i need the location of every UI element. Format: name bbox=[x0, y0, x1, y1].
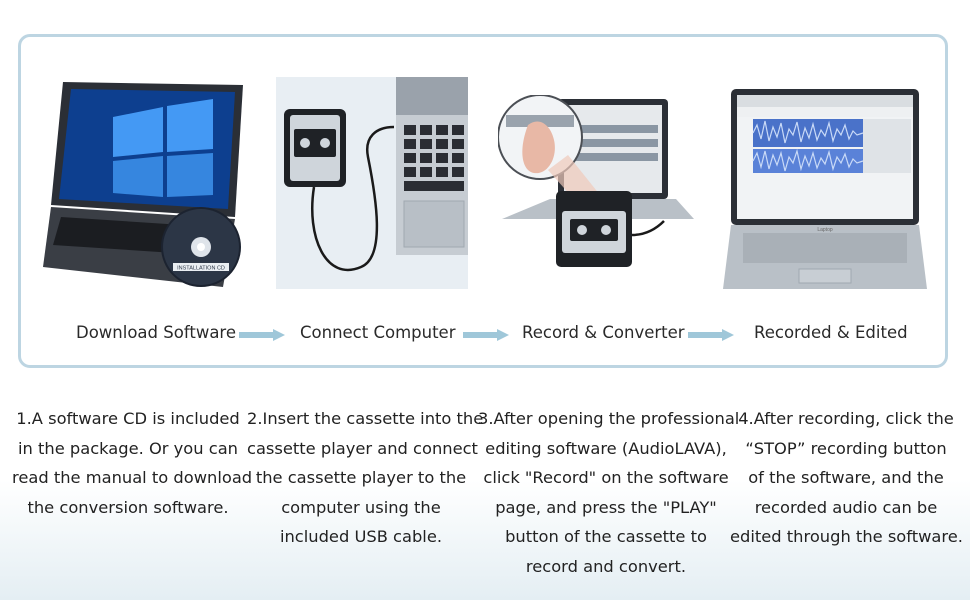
cd-label: INSTALLATION CD bbox=[177, 266, 225, 272]
arrow-right-icon bbox=[239, 329, 285, 341]
waveform bbox=[752, 119, 911, 173]
cd-disc bbox=[161, 207, 241, 287]
step-1-image: INSTALLATION CD bbox=[43, 82, 243, 287]
step-4-label: Recorded & Edited bbox=[754, 323, 908, 342]
step-3-image bbox=[498, 95, 694, 267]
step-4-image: Laptop bbox=[723, 89, 927, 289]
step-3-description: 3.After opening the professional editing… bbox=[478, 409, 740, 576]
step-3-label: Record & Converter bbox=[522, 323, 685, 342]
arrow-right-icon bbox=[688, 329, 734, 341]
step-4-description: 4.After recording, click the “STOP” reco… bbox=[730, 409, 963, 546]
step-2-label: Connect Computer bbox=[300, 323, 456, 342]
laptop-brand: Laptop bbox=[817, 227, 833, 233]
step-2-description: 2.Insert the cassette into the cassette … bbox=[247, 409, 484, 546]
step-2-image bbox=[276, 77, 468, 289]
arrow-right-icon bbox=[463, 329, 509, 341]
steps-panel: INSTALLATION CD bbox=[18, 34, 948, 368]
step-1-description: 1.A software CD is included in the packa… bbox=[12, 409, 253, 517]
step-1-label: Download Software bbox=[76, 323, 236, 342]
